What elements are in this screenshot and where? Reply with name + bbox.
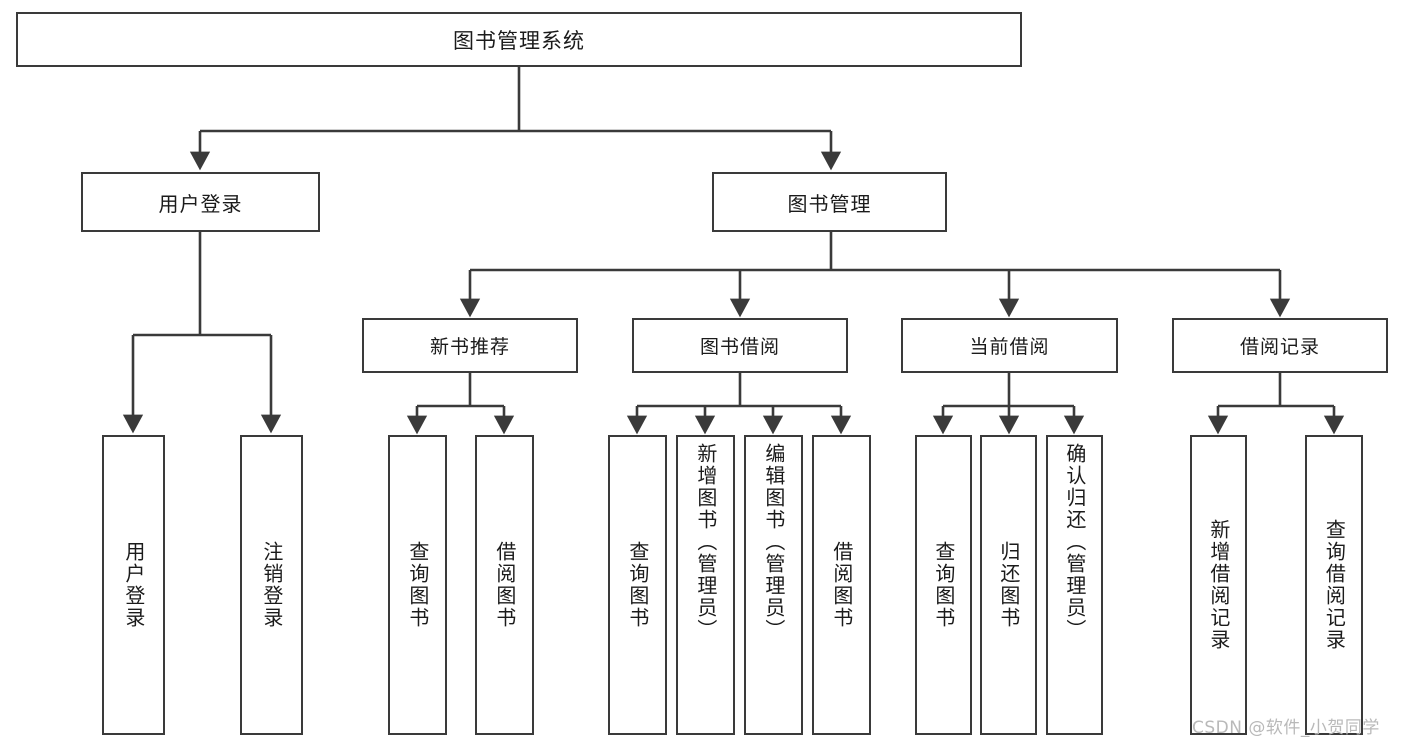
leaf-borrow-book-label: 借阅图书 (829, 541, 854, 629)
leaf-edit-book-admin-label: 编辑图书（管理员） (761, 443, 786, 641)
leaf-user-login-label: 用户登录 (121, 541, 146, 629)
leaf-query-books-current-label: 查询图书 (931, 541, 956, 629)
leaf-add-book-admin-label: 新增图书（管理员） (693, 443, 718, 641)
leaf-return-book-label: 归还图书 (996, 541, 1021, 629)
leaf-return-book[interactable]: 归还图书 (980, 435, 1037, 735)
csdn-watermark-text: CSDN @软件_小贺同学 (1192, 718, 1380, 738)
node-root-label: 图书管理系统 (453, 28, 585, 53)
leaf-logout[interactable]: 注销登录 (240, 435, 303, 735)
leaf-edit-book-admin[interactable]: 编辑图书（管理员） (744, 435, 803, 735)
node-new-book-recommend[interactable]: 新书推荐 (362, 318, 578, 373)
leaf-add-borrow-record-label: 新增借阅记录 (1206, 519, 1231, 651)
node-book-management-label: 图书管理 (787, 191, 872, 216)
csdn-watermark: CSDN @软件_小贺同学 (1192, 713, 1380, 738)
leaf-query-borrow-record[interactable]: 查询借阅记录 (1305, 435, 1363, 735)
node-book-management[interactable]: 图书管理 (712, 172, 947, 232)
leaf-user-login[interactable]: 用户登录 (102, 435, 165, 735)
node-current-borrow[interactable]: 当前借阅 (901, 318, 1118, 373)
leaf-confirm-return-admin-label: 确认归还（管理员） (1062, 443, 1087, 641)
leaf-borrow-book[interactable]: 借阅图书 (812, 435, 871, 735)
node-borrow-records[interactable]: 借阅记录 (1172, 318, 1388, 373)
leaf-query-books-borrow-label: 查询图书 (625, 541, 650, 629)
node-root-system[interactable]: 图书管理系统 (16, 12, 1022, 67)
leaf-query-borrow-record-label: 查询借阅记录 (1322, 519, 1347, 651)
leaf-add-borrow-record[interactable]: 新增借阅记录 (1190, 435, 1247, 735)
leaf-query-books-borrow[interactable]: 查询图书 (608, 435, 667, 735)
node-user-login-label: 用户登录 (158, 191, 243, 216)
leaf-borrow-books-new-label: 借阅图书 (492, 541, 517, 629)
node-current-borrow-label: 当前借阅 (969, 336, 1050, 358)
leaf-query-books-new[interactable]: 查询图书 (388, 435, 447, 735)
leaf-confirm-return-admin[interactable]: 确认归还（管理员） (1046, 435, 1103, 735)
leaf-logout-label: 注销登录 (259, 541, 284, 629)
leaf-add-book-admin[interactable]: 新增图书（管理员） (676, 435, 735, 735)
node-new-book-recommend-label: 新书推荐 (429, 336, 510, 358)
node-borrow-records-label: 借阅记录 (1239, 336, 1320, 358)
leaf-borrow-books-new[interactable]: 借阅图书 (475, 435, 534, 735)
leaf-query-books-current[interactable]: 查询图书 (915, 435, 972, 735)
node-book-borrow[interactable]: 图书借阅 (632, 318, 848, 373)
node-user-login[interactable]: 用户登录 (81, 172, 320, 232)
leaf-query-books-new-label: 查询图书 (405, 541, 430, 629)
node-book-borrow-label: 图书借阅 (699, 336, 780, 358)
